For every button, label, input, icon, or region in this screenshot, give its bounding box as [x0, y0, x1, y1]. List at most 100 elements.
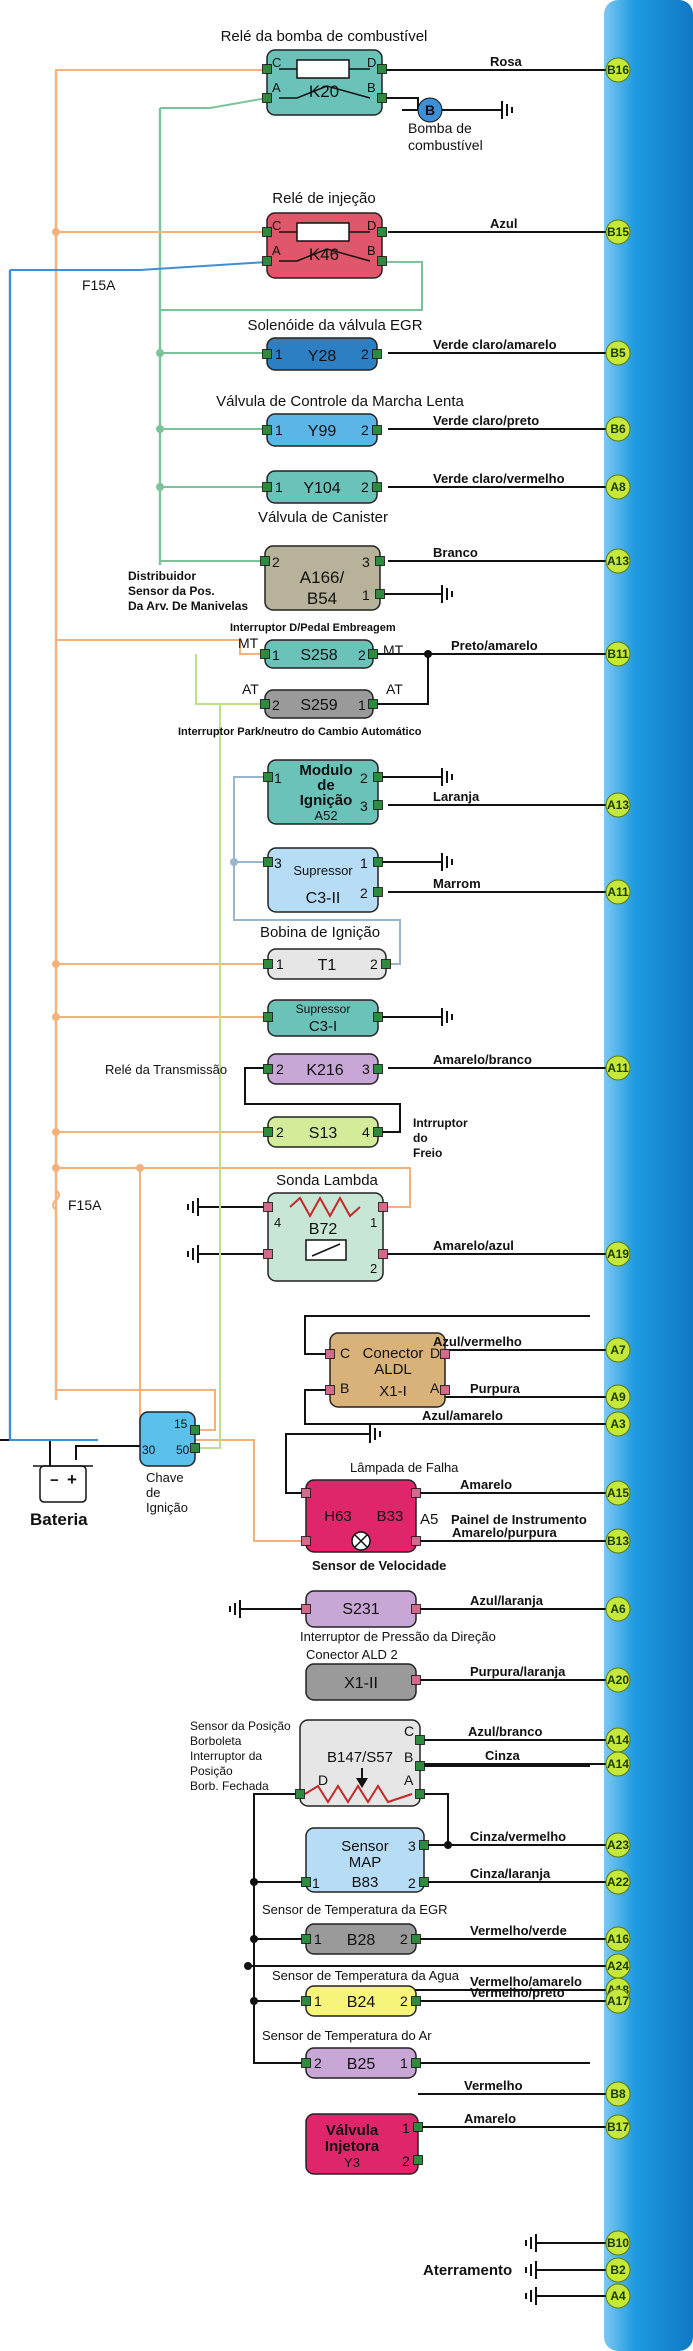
component-sub: MAP	[349, 1854, 382, 1871]
pin-terminal	[262, 256, 272, 266]
component-id: C3-II	[306, 890, 341, 907]
pin-letter: C	[272, 55, 281, 70]
pin-number: 1	[314, 1993, 322, 2009]
junction-dot	[52, 960, 60, 968]
wire-color-label: Marrom	[433, 876, 481, 891]
junction-dot	[52, 1128, 60, 1136]
ignition-switch	[139, 1411, 196, 1467]
ecu-pin-connector	[605, 548, 631, 574]
ground-icon	[525, 2261, 558, 2279]
ecu-pin-label: B15	[607, 225, 629, 239]
junction-dot	[52, 1164, 60, 1172]
wire	[285, 1433, 348, 1494]
wire-color-label: Cinza/laranja	[470, 1866, 551, 1881]
pin-terminal	[263, 772, 273, 782]
ecu-pin-label: A14	[607, 1733, 629, 1747]
component-id: K20	[309, 82, 339, 101]
wire-color-label: Azul/branco	[468, 1724, 542, 1739]
wire-color-label: Vermelho/verde	[470, 1923, 567, 1938]
pin-number: 2	[402, 2153, 410, 2169]
ecu-pin-connector	[605, 1988, 631, 2014]
wire-color-label: Verde claro/amarelo	[433, 337, 557, 352]
wire-color-label: Rosa	[490, 54, 523, 69]
a5-label: A5	[420, 1511, 438, 1528]
pin-number: 1	[362, 587, 370, 603]
ecu-pin-connector	[605, 1337, 631, 1363]
pin-number: 1	[275, 346, 283, 362]
pin-terminal	[419, 1877, 429, 1887]
component-title: Sonda Lambda	[276, 1172, 378, 1189]
wire	[195, 704, 221, 1449]
component-id: K216	[306, 1062, 343, 1079]
component-y3	[305, 2113, 419, 2175]
k20-feed	[55, 69, 267, 72]
pin-number: 2	[400, 1931, 408, 1947]
ecu-pin-connector	[605, 2081, 631, 2107]
ecu-pin-label: B10	[607, 2236, 629, 2250]
ecu-pin-label: B16	[607, 63, 629, 77]
component-id: Válvula	[326, 2122, 379, 2139]
component-id: X1-II	[344, 1675, 378, 1692]
ecu-pin-connector	[605, 792, 631, 818]
ground-icon	[525, 2287, 558, 2305]
pin-terminal	[372, 482, 382, 492]
ground-icon	[420, 585, 453, 603]
pump-label: Bomba de	[408, 120, 472, 136]
pin-number: 3	[360, 798, 368, 814]
component-id: Modulo	[299, 762, 352, 779]
ecu-pin-label: A14	[607, 1757, 629, 1771]
component-a52	[267, 759, 379, 825]
component-id: B28	[347, 1932, 376, 1949]
pin-terminal	[295, 1789, 305, 1799]
component-title: Posição	[190, 1764, 233, 1778]
pin-terminal	[373, 857, 383, 867]
wire	[304, 1389, 400, 1425]
pin-letter: D	[430, 1345, 440, 1361]
pin-letter: B	[367, 80, 376, 95]
wire-color-label: Purpura/laranja	[470, 1664, 566, 1679]
ecu-pin-label: A11	[607, 885, 629, 899]
pin-letter: C	[404, 1723, 414, 1739]
ecu-pin-connector	[605, 2114, 631, 2140]
pin-number: 2	[400, 1993, 408, 2009]
ecu-pin-connector	[605, 1241, 631, 1267]
pin-terminal	[260, 649, 270, 659]
pin-terminal	[372, 425, 382, 435]
pin-terminal	[413, 2155, 423, 2165]
wire	[373, 654, 429, 705]
component-title: Intrruptor	[413, 1116, 468, 1130]
pin-terminal	[301, 1488, 311, 1498]
ecu-pin-label: A22	[607, 1875, 629, 1889]
pin-number: 4	[274, 1215, 281, 1230]
ecu-pin-label: B6	[610, 422, 626, 436]
ground-icon	[420, 853, 453, 871]
fuse-icon	[52, 1189, 60, 1211]
ecu-pin-connector	[605, 1055, 631, 1081]
pin-terminal	[419, 1840, 429, 1850]
pin-terminal	[260, 556, 270, 566]
junction-dot	[230, 858, 238, 866]
switch-pin: 30	[142, 1443, 156, 1457]
pin-terminal	[373, 1012, 383, 1022]
component-title: Interruptor da	[190, 1749, 262, 1763]
ecu-pin-label: A13	[607, 798, 629, 812]
wire	[195, 654, 265, 705]
component-title: Bobina de Ignição	[260, 924, 380, 941]
wire-color-label: Cinza/vermelho	[470, 1829, 566, 1844]
pin-terminal	[301, 1934, 311, 1944]
fuse-label: F15A	[68, 1197, 102, 1213]
pin-terminal	[411, 1934, 421, 1944]
component-title: Relé da Transmissão	[105, 1062, 227, 1077]
ecu-pin-connector	[605, 219, 631, 245]
relay-contact	[279, 85, 371, 99]
pin-number: 3	[408, 1838, 416, 1854]
pin-number: 1	[275, 422, 283, 438]
wire-color-label: Amarelo/purpura	[452, 1525, 558, 1540]
variant-tag: MT	[383, 642, 404, 658]
component-title: Interruptor de Pressão da Direção	[300, 1629, 496, 1644]
pin-number: 2	[272, 697, 280, 713]
pin-number: 1	[370, 1215, 377, 1230]
pin-terminal	[262, 64, 272, 74]
battery-label: Bateria	[30, 1510, 88, 1529]
pin-terminal	[415, 1761, 425, 1771]
